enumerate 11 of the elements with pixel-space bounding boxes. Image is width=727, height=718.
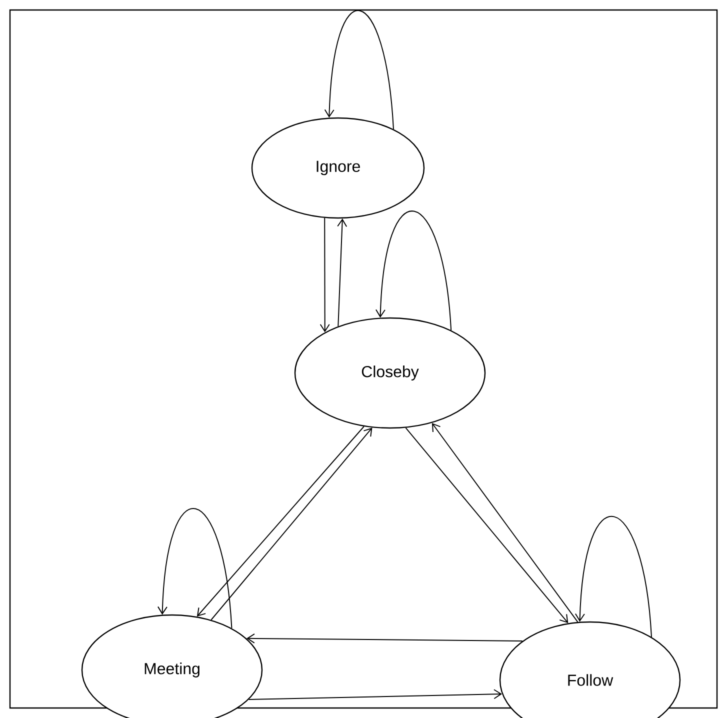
self-loop-arrow [375,210,452,331]
arrow [337,218,348,327]
node-label: Meeting [144,662,200,678]
arrow [432,422,578,622]
self-loop-arrow [324,10,394,130]
arrow [246,633,523,644]
self-loop-arrow [574,516,652,638]
arrow [320,218,330,332]
self-loop-arrow [157,508,232,629]
arrow [405,427,568,624]
node-label: Follow [568,674,614,686]
